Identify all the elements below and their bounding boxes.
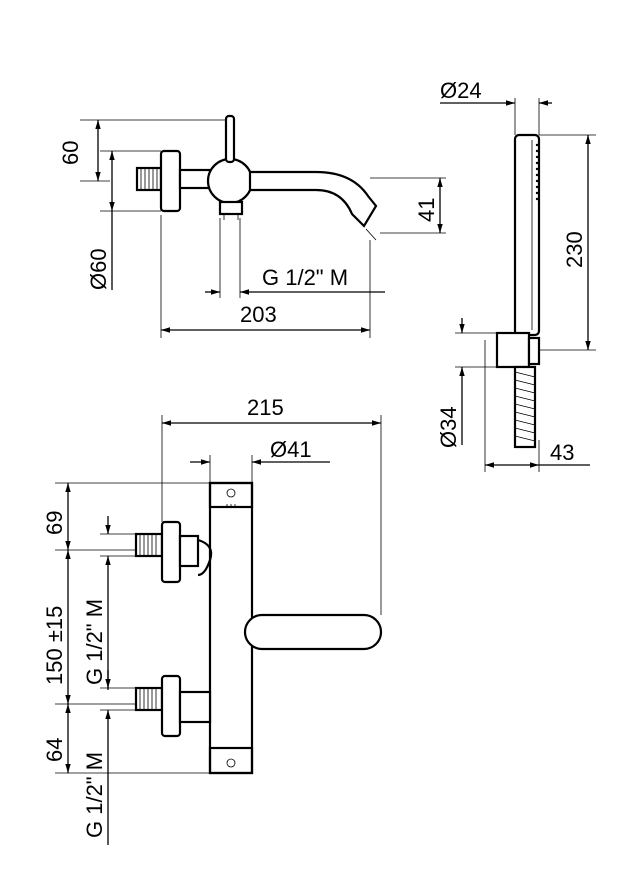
dim-215: 215: [161, 395, 382, 615]
dim-label-230: 230: [562, 231, 587, 268]
dim-label-thread-front-upper: G 1/2" M: [82, 599, 107, 685]
dim-diameter-41: Ø41: [190, 437, 330, 483]
dim-41-spout: 41: [370, 177, 446, 234]
front-lever: [243, 613, 383, 651]
lower-flange: [160, 674, 182, 738]
upper-flange: [160, 520, 182, 584]
dim-left-stack: 69 150 ±15 64: [42, 482, 210, 774]
dim-label-60: 60: [58, 141, 83, 165]
dim-label-diameter-24: Ø24: [440, 78, 482, 103]
dim-diameter-60: Ø60: [86, 150, 161, 290]
dim-label-thread-top: G 1/2" M: [262, 265, 348, 290]
dim-thread-front-upper: G 1/2" M: [82, 516, 136, 690]
dim-label-centers: 150 ±15: [42, 606, 67, 685]
mixer-body: [206, 157, 254, 205]
spout: [248, 170, 378, 228]
dim-label-41-spout: 41: [414, 198, 439, 222]
dim-label-64: 64: [42, 738, 67, 762]
hand-shower-handle: [513, 133, 541, 337]
dim-label-thread-front-lower: G 1/2" M: [82, 752, 107, 838]
side-view-mixer: [135, 114, 378, 241]
front-view-mixer: [134, 481, 383, 775]
dim-thread-top: G 1/2" M: [205, 218, 385, 298]
dim-label-diameter-41: Ø41: [270, 437, 312, 462]
dim-label-diameter-34: Ø34: [436, 406, 461, 448]
dim-label-43: 43: [550, 440, 574, 465]
dim-thread-front-lower: G 1/2" M: [82, 670, 136, 845]
dim-43: 43: [484, 340, 590, 472]
dim-label-diameter-60: Ø60: [86, 248, 111, 290]
dim-203: 203: [160, 215, 371, 338]
dim-diameter-24: Ø24: [440, 78, 552, 135]
lever-handle: [224, 114, 236, 164]
dim-label-203: 203: [240, 302, 277, 327]
diverter-knob: [218, 200, 244, 216]
dim-diameter-34: Ø34: [436, 318, 497, 448]
dim-label-69: 69: [42, 511, 67, 535]
dim-label-215: 215: [247, 395, 284, 420]
dim-230: 230: [539, 134, 596, 351]
wall-flange: [159, 149, 182, 213]
shower-hose: [513, 365, 537, 449]
hand-shower: [495, 133, 541, 449]
dim-60: 60: [58, 119, 226, 182]
shower-holder: [495, 331, 531, 369]
